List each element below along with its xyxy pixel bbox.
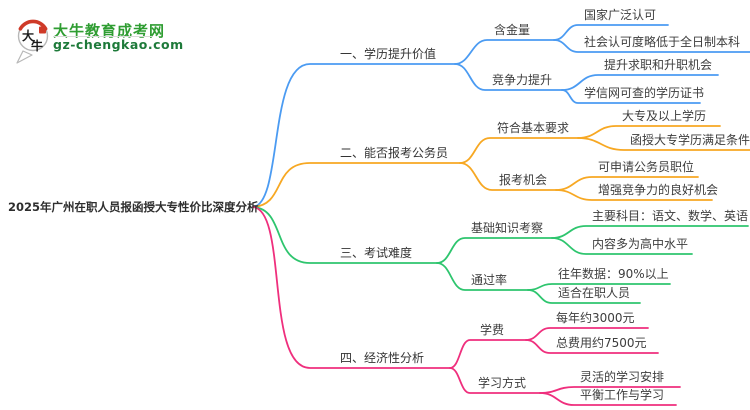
branch-4-child-1-leaf-2-line [525, 339, 659, 354]
leaf-label: 主要科目：语文、数学、英语 [592, 209, 749, 223]
leaf-label: 每年约3000元 [556, 311, 635, 325]
leaf-label: 学信网可查的学历证书 [584, 86, 705, 100]
branch-label-4: 四、经济性分析 [340, 351, 425, 365]
leaf-label: 总费用约7500元 [556, 336, 647, 350]
leaf-label: 函授大专学历满足条件 [630, 133, 750, 147]
leaf-label: 灵活的学习安排 [580, 370, 665, 384]
branch-label-3: 三、考试难度 [340, 246, 413, 260]
branch-2-child-1-line [459, 137, 579, 164]
bubble-tail [16, 50, 33, 64]
branch-4-child-1-line [449, 339, 527, 369]
branch-2-line [252, 162, 461, 208]
branch-3-line [252, 206, 438, 264]
bubble-char-1: 大 [22, 28, 34, 43]
branch-label-2: 二、能否报考公务员 [340, 146, 449, 160]
branch-4-child-2-line [449, 367, 541, 394]
leaf-label: 国家广泛认可 [584, 8, 657, 22]
subtopic-label: 基础知识考察 [471, 221, 544, 235]
central-topic: 2025年广州在职人员报函授大专性价比深度分析 [8, 200, 259, 214]
logo-subtitle: gz-chengkao.com [53, 37, 184, 52]
leaf-label: 增强竞争力的良好机会 [598, 183, 719, 197]
subtopic-label: 竞争力提升 [492, 73, 553, 87]
branch-3-child-1-leaf-2-line [551, 237, 693, 255]
bubble-char-2: 牛 [31, 38, 43, 53]
branch-3-child-2-leaf-2-line [527, 289, 641, 304]
subtopic-label: 通过率 [471, 273, 508, 287]
leaf-label: 往年数据：90%以上 [558, 267, 669, 281]
branch-4-child-2-leaf-2-line [539, 392, 677, 406]
subtopic-label: 符合基本要求 [497, 121, 570, 135]
branch-3-child-1-line [436, 237, 553, 264]
branch-1-child-1-line [454, 39, 555, 65]
logo-divider [53, 36, 153, 37]
leaf-label: 大专及以上学历 [622, 109, 707, 123]
logo-bubble-icon: 大 牛 [16, 19, 49, 64]
branch-3-child-2-line [436, 262, 529, 291]
leaf-label: 社会认可度略低于全日制本科 [584, 35, 741, 49]
bubble-red-arc [18, 19, 48, 31]
logo-title: 大牛教育成考网 [53, 22, 166, 40]
seal-stamp-icon [39, 26, 46, 34]
subtopic-label: 含金量 [494, 23, 531, 37]
leaf-label: 可申请公务员职位 [598, 160, 695, 174]
subtopic-label: 学费 [480, 323, 505, 337]
leaf-label: 内容多为高中水平 [592, 237, 689, 251]
subtopic-label: 报考机会 [499, 173, 548, 187]
branch-2-child-1-leaf-2-line [577, 137, 750, 151]
branch-1-child-1-leaf-2-line [553, 39, 750, 53]
leaf-label: 适合在职人员 [558, 286, 631, 300]
branch-4-line [252, 206, 451, 369]
subtopic-label: 学习方式 [478, 376, 527, 390]
leaf-label: 平衡工作与学习 [580, 388, 665, 402]
branch-label-1: 一、学历提升价值 [340, 47, 437, 61]
branch-2-child-2-leaf-2-line [555, 189, 713, 201]
branch-1-child-2-line [454, 63, 563, 91]
branch-1-child-2-leaf-1-line [561, 74, 719, 91]
branch-1-line [252, 63, 456, 208]
branch-2-child-2-line [459, 162, 557, 191]
branch-1-child-2-leaf-2-line [561, 89, 701, 104]
leaf-label: 提升求职和升职机会 [604, 58, 713, 72]
